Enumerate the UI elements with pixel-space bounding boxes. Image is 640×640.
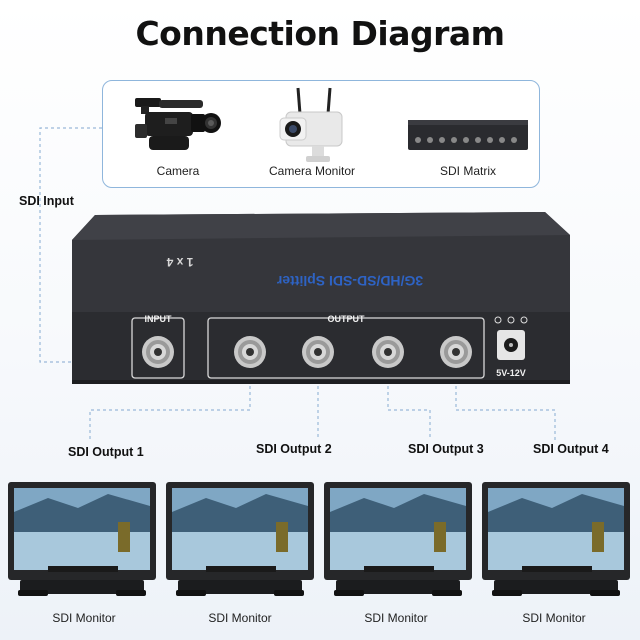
power-label: 5V-12V bbox=[496, 368, 526, 378]
sdi-input-label: SDI Input bbox=[19, 194, 74, 208]
monitor-label-4: SDI Monitor bbox=[522, 611, 585, 625]
bnc-connector-output-1 bbox=[234, 336, 266, 368]
sdi-output-label-2: SDI Output 2 bbox=[256, 442, 332, 456]
device-model-text: 1 x 4 bbox=[166, 255, 193, 269]
output-connector-line-4 bbox=[456, 380, 555, 440]
input-port-label: INPUT bbox=[145, 314, 173, 324]
sdi-output-label-3: SDI Output 3 bbox=[408, 442, 484, 456]
bnc-connector-output-4 bbox=[440, 336, 472, 368]
source-label-camera: Camera bbox=[157, 164, 200, 178]
monitor-3 bbox=[324, 482, 472, 596]
bnc-connector-output-2 bbox=[302, 336, 334, 368]
monitor-2 bbox=[166, 482, 314, 596]
bnc-connector-output-3 bbox=[372, 336, 404, 368]
rack-device-icon bbox=[408, 120, 528, 150]
monitor-label-3: SDI Monitor bbox=[364, 611, 427, 625]
device-name-text: 3G/HD/SD-SDI Splitter bbox=[276, 273, 423, 289]
source-label-camera-monitor: Camera Monitor bbox=[269, 164, 355, 178]
sdi-output-label-4: SDI Output 4 bbox=[533, 442, 609, 456]
source-label-sdi-matrix: SDI Matrix bbox=[440, 164, 496, 178]
security-camera-icon bbox=[280, 88, 342, 162]
output-group-label: OUTPUT bbox=[328, 314, 366, 324]
monitor-label-2: SDI Monitor bbox=[208, 611, 271, 625]
monitor-1 bbox=[8, 482, 156, 596]
output-connector-line-3 bbox=[388, 380, 430, 440]
monitor-4 bbox=[482, 482, 630, 596]
bnc-connector-input bbox=[142, 336, 174, 368]
output-connector-line-1 bbox=[90, 380, 250, 440]
monitor-label-1: SDI Monitor bbox=[52, 611, 115, 625]
camcorder-icon bbox=[135, 98, 221, 150]
sdi-output-label-1: SDI Output 1 bbox=[68, 445, 144, 459]
